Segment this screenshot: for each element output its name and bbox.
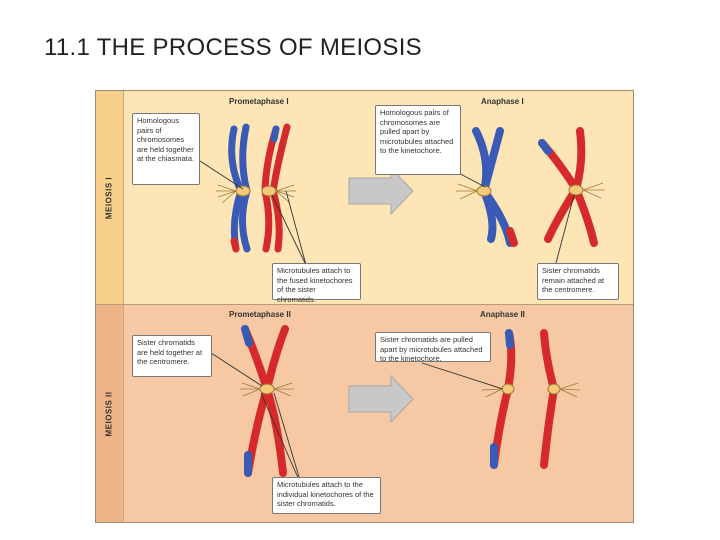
callout-pointers-ii — [207, 350, 504, 488]
callout-fused-kinetochores: Microtubules attach to the fused kinetoc… — [272, 263, 361, 304]
meiosis-ii-side-band: MEIOSIS II — [96, 305, 124, 522]
kinetochore-prometaphase-ii — [259, 383, 275, 395]
callout-sisters-remain-attached: Sister chromatids remain attached at the… — [537, 263, 619, 300]
kinetochore-anaphase-ii-right — [547, 383, 561, 395]
meiosis-i-panel: MEIOSIS I Prometaphase I Anaphase I — [96, 91, 633, 304]
slide-title: 11.1 THE PROCESS OF MEIOSIS — [44, 34, 422, 61]
kinetochore-anaphase-blue — [476, 185, 492, 197]
microtubules-prometaphase-ii — [240, 382, 294, 397]
callout-held-at-centromere: Sister chromatids are held together at t… — [132, 335, 212, 377]
stage-title-anaphase-ii: Anaphase II — [480, 310, 525, 319]
kinetochore-anaphase-red — [568, 184, 584, 196]
kinetochore-blue — [235, 185, 251, 197]
meiosis-ii-panel: MEIOSIS II Prometaphase II Anaphase II — [96, 304, 633, 522]
callout-chiasmata: Homologous pairs of chromosomes are held… — [132, 113, 200, 185]
callout-individual-kinetochores: Microtubules attach to the individual ki… — [272, 477, 381, 514]
meiosis-i-art — [199, 123, 605, 266]
arrow-meiosis-i — [348, 166, 414, 216]
stage-title-prometaphase-i: Prometaphase I — [229, 97, 289, 106]
arrow-meiosis-ii — [348, 374, 414, 424]
meiosis-figure: MEIOSIS I Prometaphase I Anaphase I — [95, 90, 634, 523]
meiosis-i-side-band: MEIOSIS I — [96, 91, 124, 304]
callout-sisters-pulled-apart: Sister chromatids are pulled apart by mi… — [375, 332, 491, 363]
prometaphase-ii-chromosome — [241, 325, 289, 477]
meiosis-ii-art — [207, 325, 581, 488]
callout-homologs-pulled-apart: Homologous pairs of chromosomes are pull… — [375, 105, 461, 175]
microtubules-anaphase-ii — [481, 382, 581, 398]
kinetochore-anaphase-ii-left — [501, 383, 515, 395]
callout-pointers-i — [199, 160, 575, 266]
microtubules-prometaphase-i — [216, 184, 296, 204]
stage-title-anaphase-i: Anaphase I — [481, 97, 524, 106]
stage-title-prometaphase-ii: Prometaphase II — [229, 310, 291, 319]
kinetochore-red — [261, 185, 277, 197]
microtubules-anaphase-i — [456, 182, 605, 200]
anaphase-ii-chromatids — [490, 329, 559, 469]
